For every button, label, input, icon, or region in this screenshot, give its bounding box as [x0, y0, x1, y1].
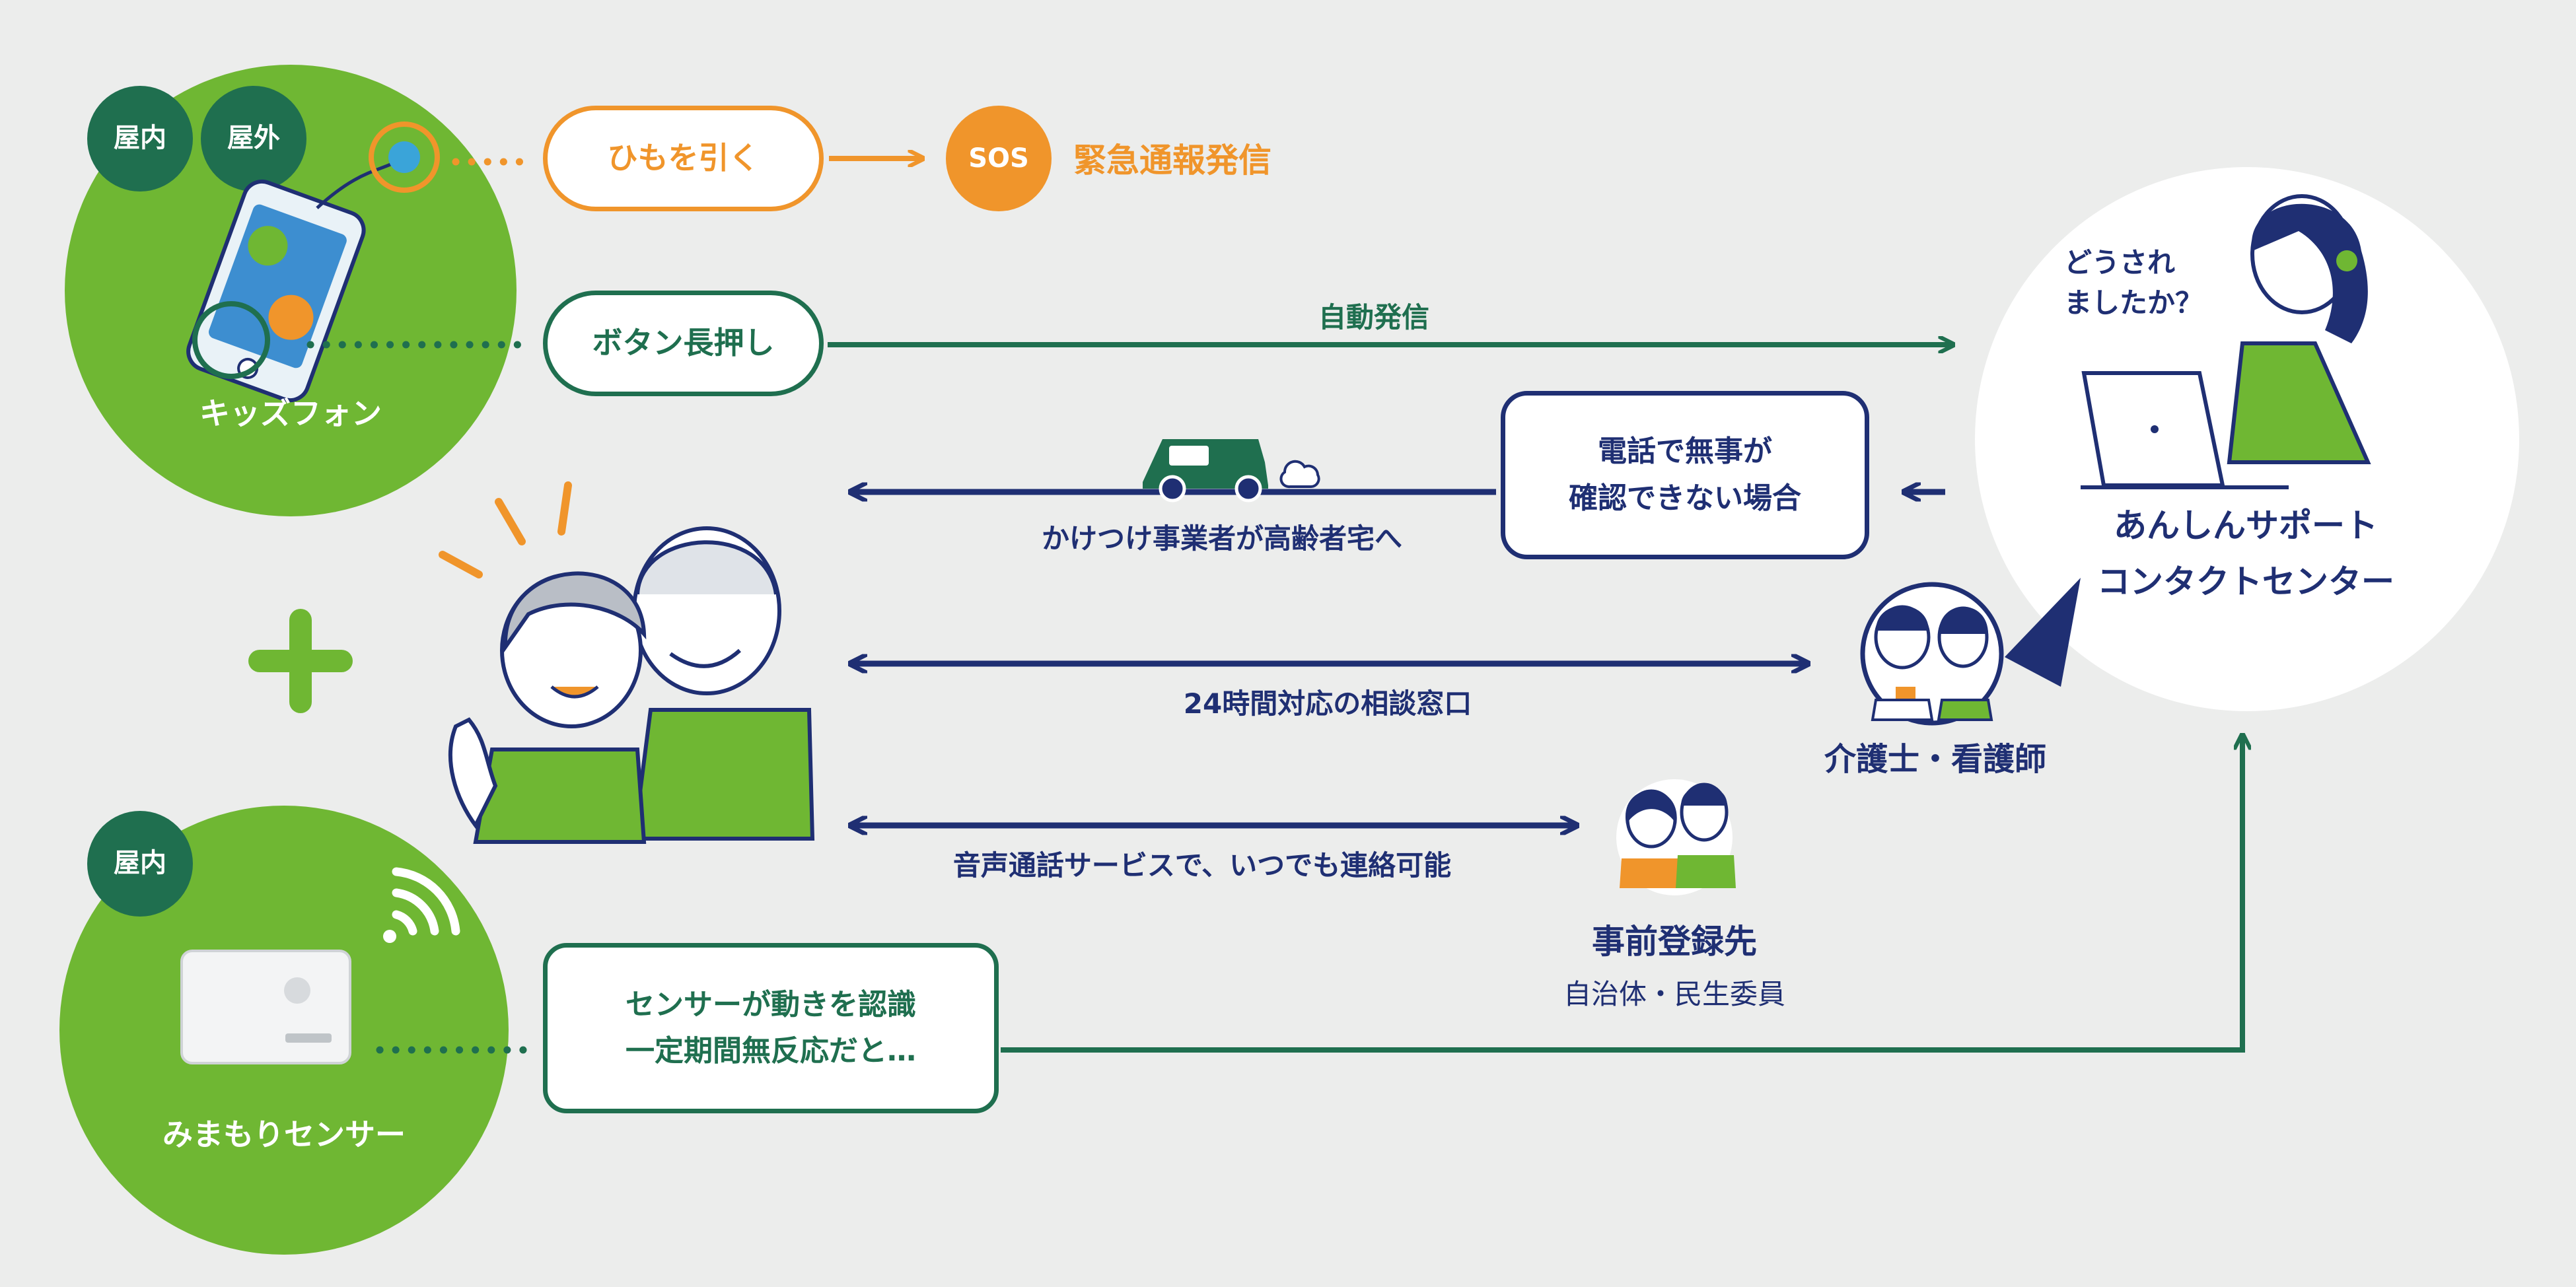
operator-speech-line1: どうされ [2064, 246, 2176, 279]
operator-speech-line2: ましたか？ [2064, 286, 2203, 319]
strap-highlight [369, 122, 440, 193]
emergency-call-label: 緊急通報発信 [1073, 141, 1271, 180]
sensor-indoor-badge-circle [87, 811, 193, 917]
operator-illustration [2081, 194, 2371, 489]
wifi-icon [383, 867, 460, 943]
sos-badge: SOS [968, 143, 1029, 174]
outdoor-badge-circle [201, 86, 306, 191]
contact-center-name-line1: あんしんサポート [2114, 506, 2378, 545]
voice-call-label: 音声通話サービスで、いつでも連絡可能 [952, 849, 1452, 882]
rush-to-home-label: かけつけ事業者が高齢者宅へ [1041, 522, 1402, 555]
staff-illustration [1871, 605, 1993, 721]
sensor-indoor-badge: 屋内 [114, 848, 166, 878]
contact-center-name-line2: コンタクトセンター [2097, 563, 2394, 601]
auto-call-label: 自動発信 [1318, 301, 1429, 333]
sensor-condition-line2: 一定期間無反応だと… [626, 1034, 916, 1068]
consultation-label: 24時間対応の相談窓口 [1183, 687, 1472, 720]
long-press-box: ボタン長押し [543, 291, 824, 396]
safety-unconfirmed-line1: 電話で無事が [1598, 435, 1772, 469]
safety-unconfirmed-line2: 確認できない場合 [1569, 481, 1801, 515]
kids-phone-label: キッズフォン [199, 396, 382, 431]
kids-phone-indoor-badge: 屋内 [114, 123, 166, 153]
sensor-device-icon [180, 950, 351, 1064]
indoor-badge-circle [87, 86, 193, 191]
registered-contact-subtitle: 自治体・民生委員 [1563, 978, 1785, 1010]
button-highlight [192, 301, 270, 379]
pull-strap-box: ひもを引く [543, 106, 824, 211]
strap-line [316, 160, 398, 209]
sos-circle [946, 106, 1052, 211]
kids-phone-outdoor-badge: 屋外 [227, 123, 280, 153]
sensor-label: みまもりセンサー [162, 1117, 406, 1152]
operator-speech: どうされ ましたか？ [2064, 243, 2203, 324]
plus-icon [248, 609, 353, 713]
registered-contact-title: 事前登録先 [1592, 922, 1757, 961]
safety-unconfirmed-box: 電話で無事が 確認できない場合 [1501, 391, 1869, 559]
sensor-condition-box: センサーが動きを認識 一定期間無反応だと… [543, 943, 999, 1113]
car-icon [1143, 439, 1320, 503]
staff-label: 介護士・看護師 [1824, 741, 2046, 778]
kids-phone-icon [186, 179, 366, 403]
elderly-couple-illustration [439, 481, 815, 844]
contact-illustration [1620, 783, 1736, 888]
sensor-condition-line1: センサーが動きを認識 [626, 987, 916, 1022]
